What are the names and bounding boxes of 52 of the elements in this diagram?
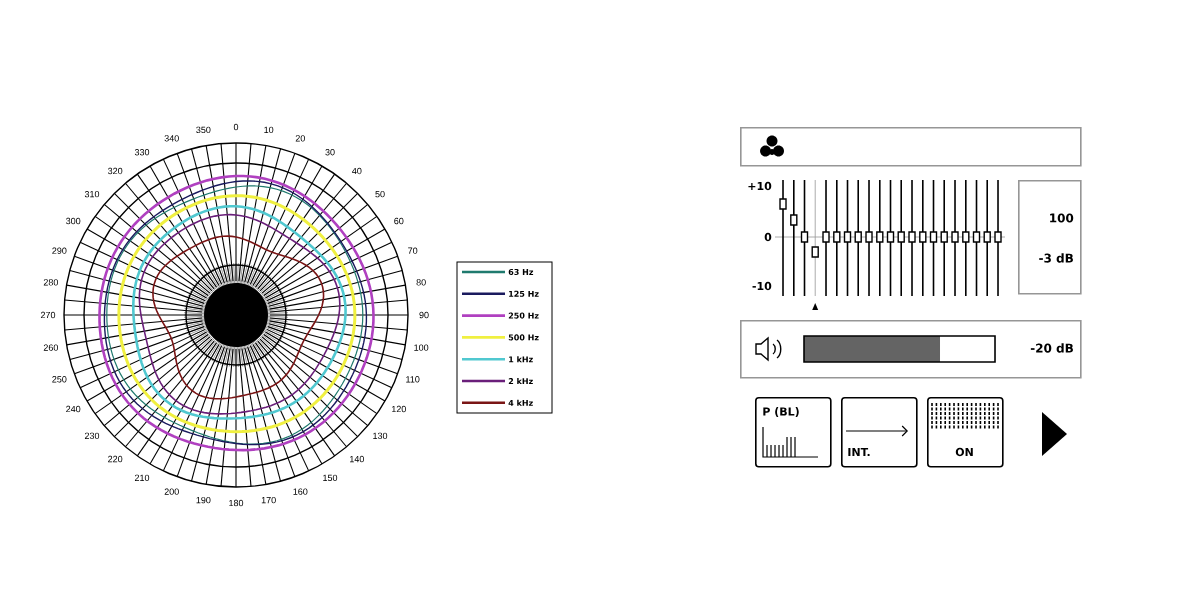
angle-label: 330 [134, 149, 150, 156]
value-display: 100 -3 dB [1018, 180, 1082, 295]
angle-label: 270 [40, 311, 56, 319]
legend-label: 250 Hz [508, 312, 539, 319]
angle-label: 240 [66, 405, 81, 413]
angle-label: 80 [416, 279, 426, 286]
legend-label: 125 Hz [509, 290, 539, 297]
angle-label: 10 [264, 126, 274, 134]
scale-label: -10 [752, 281, 772, 291]
angle-label: 0 [233, 123, 239, 131]
angle-label: 20 [295, 135, 305, 142]
angle-label: 100 [414, 344, 429, 351]
angle-label: 220 [108, 455, 123, 463]
angle-label: 350 [196, 126, 211, 134]
angle-label: 290 [52, 247, 67, 254]
angle-label: 210 [134, 474, 150, 481]
button: INT. [841, 397, 918, 468]
scale-label: +10 [748, 181, 772, 191]
angle-label: 160 [293, 488, 308, 495]
angle-label: 190 [196, 496, 211, 504]
scale-label: 0 [764, 232, 772, 242]
angle-label: 250 [52, 376, 67, 383]
legend-label: 2 kHz [508, 378, 533, 385]
angle-label: 230 [84, 432, 100, 440]
angle-label: 70 [408, 247, 418, 254]
angle-label: 280 [43, 279, 58, 286]
angle-label: 90 [419, 311, 429, 319]
angle-label: 170 [261, 496, 276, 504]
angle-label: 260 [43, 344, 58, 351]
volume-panel: -20 dB [740, 320, 1082, 379]
angle-label: 310 [84, 190, 100, 198]
legend-label: 500 Hz [508, 334, 539, 341]
angle-label: 320 [108, 167, 123, 175]
angle-label: 340 [164, 135, 179, 142]
button: P (BL) [755, 397, 832, 468]
angle-label: 300 [66, 217, 81, 225]
angle-label: 140 [350, 455, 364, 463]
angle-label: 110 [406, 376, 420, 383]
legend-label: 63 Hz [508, 268, 534, 276]
title-bar [740, 127, 1082, 167]
angle-label: 60 [394, 217, 404, 225]
angle-label: 200 [164, 488, 179, 495]
angle-label: 120 [392, 405, 406, 413]
angle-label: 150 [323, 474, 338, 481]
legend-label: 4 kHz [508, 399, 533, 406]
angle-label: 30 [325, 149, 335, 156]
angle-label: 50 [375, 190, 385, 198]
button: ON [927, 397, 1004, 468]
angle-label: 40 [352, 167, 362, 175]
legend-label: 1 kHz [509, 356, 533, 363]
angle-label: 130 [373, 432, 388, 440]
angle-label: 180 [229, 499, 244, 507]
